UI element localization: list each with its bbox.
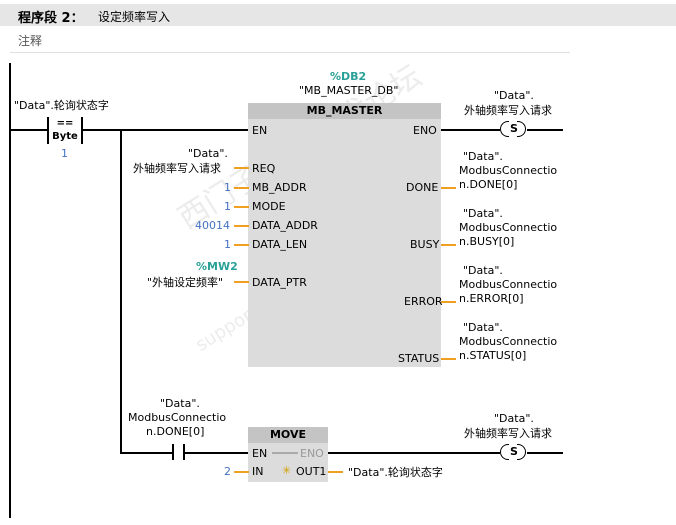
pin-eno: ENO [413,124,437,137]
req-value[interactable]: 外轴频率写入请求 [133,162,221,175]
rung1-wire-a [10,129,48,131]
move-pin-en: EN [252,447,268,460]
status-line1[interactable]: "Data". [463,321,503,334]
pin-busy: BUSY [410,238,440,251]
status-line2[interactable]: ModbusConnectio [459,335,558,348]
compare-type[interactable]: Byte [50,131,80,143]
busy-line1[interactable]: "Data". [463,207,503,220]
move-pin-in: IN [252,465,264,478]
mode-value[interactable]: 1 [224,200,231,213]
mb-addr-value[interactable]: 1 [224,181,231,194]
move-out-value[interactable]: "Data".轮询状态字 [348,466,443,479]
network-title[interactable]: 程序段 2： [18,11,84,26]
coil1-right[interactable] [517,121,526,137]
data-ptr-wire [234,281,249,283]
comment-divider [10,52,570,53]
busy-line2[interactable]: ModbusConnectio [459,221,558,234]
coil2-line2[interactable]: 外轴频率写入请求 [464,427,552,440]
contact-line2[interactable]: ModbusConnectio [128,411,227,424]
rung1-wire-b [83,129,249,131]
data-addr-value[interactable]: 40014 [195,219,230,232]
done-line1[interactable]: "Data". [463,150,503,163]
network-comment[interactable]: 注释 [18,34,43,48]
move-in-value[interactable]: 2 [224,465,231,478]
coil2-left[interactable] [500,444,509,460]
compare-operator[interactable]: == [50,118,80,130]
contact-right[interactable] [183,444,185,460]
compare-operand[interactable]: "Data".轮询状态字 [14,99,109,112]
pin-data-addr: DATA_ADDR [252,219,318,232]
pin-req: REQ [252,162,276,175]
busy-wire [441,244,456,246]
pin-error: ERROR [404,295,443,308]
star-icon: ✳ [282,464,292,477]
rung2-wire-c [328,452,500,454]
error-line3[interactable]: n.ERROR[0] [459,292,524,305]
branch-wire [120,129,122,453]
compare-bar-left [47,117,49,144]
rung2-wire-a [120,452,172,454]
status-line3[interactable]: n.STATUS[0] [459,349,527,362]
contact-line1[interactable]: "Data". [160,397,200,410]
contact-line3[interactable]: n.DONE[0] [146,425,205,438]
coil2-right[interactable] [517,444,526,460]
eno-wire [441,129,500,131]
error-line1[interactable]: "Data". [463,264,503,277]
done-line2[interactable]: ModbusConnectio [459,164,558,177]
data-ptr-address[interactable]: %MW2 [196,260,238,273]
done-line3[interactable]: n.DONE[0] [459,178,518,191]
pin-data-len: DATA_LEN [252,238,308,251]
power-rail [9,63,11,518]
pin-status: STATUS [398,352,440,365]
mode-wire [234,206,249,208]
coil1-line2[interactable]: 外轴频率写入请求 [464,104,552,117]
move-en-eno-line [272,452,298,454]
error-wire [441,301,456,303]
network-description[interactable]: 设定频率写入 [98,10,171,24]
mb-master-block[interactable] [248,103,441,367]
mb-master-title[interactable]: MB_MASTER [248,103,441,119]
pin-mb-addr: MB_ADDR [252,181,307,194]
req-prefix[interactable]: "Data". [188,147,228,160]
data-len-wire [234,244,249,246]
network-header[interactable] [0,4,676,26]
error-line2[interactable]: ModbusConnectio [459,278,558,291]
move-out-wire [328,471,343,473]
coil1-line1[interactable]: "Data". [494,89,534,102]
req-wire [234,167,249,169]
done-wire [441,187,456,189]
mb-addr-wire [234,187,249,189]
move-pin-eno: ENO [300,447,324,460]
compare-value[interactable]: 1 [61,147,68,160]
move-pin-out1: OUT1 [296,465,327,478]
db-name[interactable]: "MB_MASTER_DB" [299,84,399,97]
coil1-type[interactable]: S [510,122,518,135]
status-wire [441,358,456,360]
coil2-type[interactable]: S [510,445,518,458]
pin-en: EN [252,124,268,137]
coil2-line1[interactable]: "Data". [494,412,534,425]
coil1-wire [527,129,563,131]
move-title[interactable]: MOVE [248,427,328,443]
data-addr-wire [234,225,249,227]
pin-data-ptr: DATA_PTR [252,276,307,289]
data-len-value[interactable]: 1 [224,238,231,251]
db-symbol[interactable]: %DB2 [330,70,367,83]
pin-done: DONE [406,181,439,194]
compare-bar-right [81,117,83,144]
pin-mode: MODE [252,200,286,213]
rung2-wire-b [185,452,249,454]
coil2-wire [527,452,563,454]
busy-line3[interactable]: n.BUSY[0] [459,235,515,248]
move-in-wire [234,471,249,473]
data-ptr-value[interactable]: "外轴设定频率" [147,276,224,289]
coil1-left[interactable] [500,121,509,137]
contact-left[interactable] [172,444,174,460]
